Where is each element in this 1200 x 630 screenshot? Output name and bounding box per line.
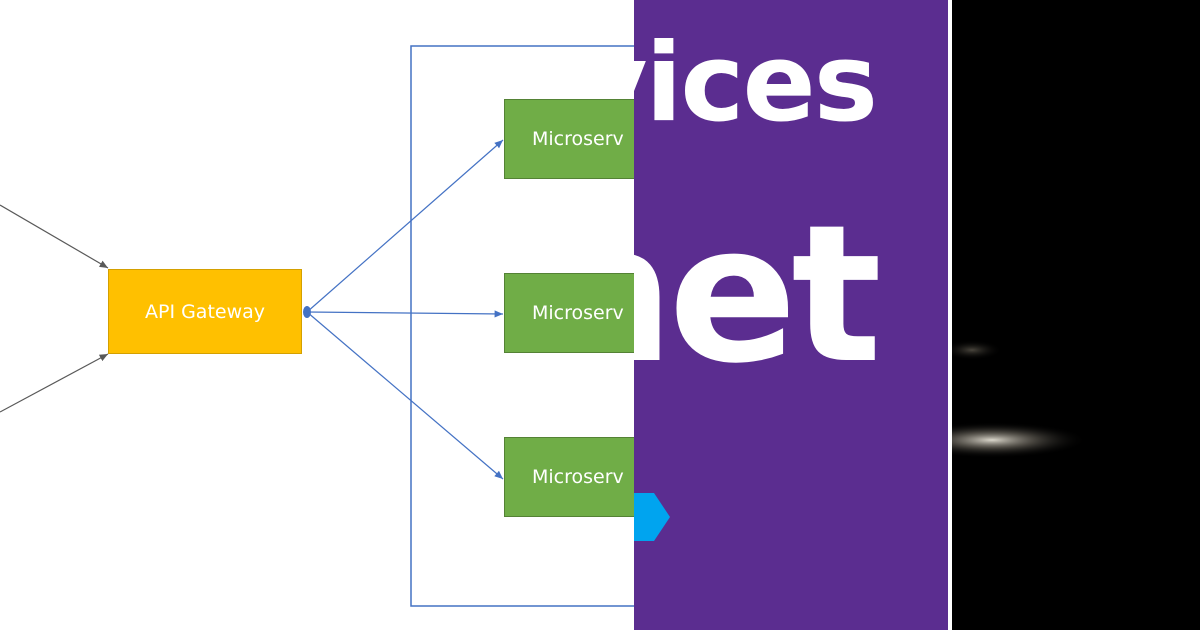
- diagram-connectors: [0, 45, 634, 607]
- microservice-label: Microserv: [532, 128, 624, 150]
- photo-light-streak: [952, 340, 1087, 458]
- api-gateway-node: API Gateway: [108, 269, 302, 354]
- banner-title-fragment: net: [634, 184, 882, 405]
- client-arrow-top: [0, 204, 109, 269]
- client-arrow-bottom: [0, 353, 109, 413]
- architecture-diagram: API Gateway Microserv Microserv Microser…: [0, 45, 634, 607]
- services-boundary: [410, 45, 634, 607]
- microservice-label: Microserv: [532, 466, 624, 488]
- connector-ms-1: [306, 139, 504, 313]
- panel-divider: [948, 0, 952, 630]
- microservice-node: Microserv: [504, 273, 634, 353]
- microservice-node: Microserv: [504, 99, 634, 179]
- microservice-label: Microserv: [532, 302, 624, 324]
- connector-ms-3: [306, 311, 504, 480]
- connector-ms-2: [306, 310, 504, 318]
- api-gateway-label: API Gateway: [144, 300, 266, 323]
- microservice-node: Microserv: [504, 437, 634, 517]
- chevron-arrow-icon: [634, 493, 670, 541]
- dark-photo: [952, 0, 1200, 630]
